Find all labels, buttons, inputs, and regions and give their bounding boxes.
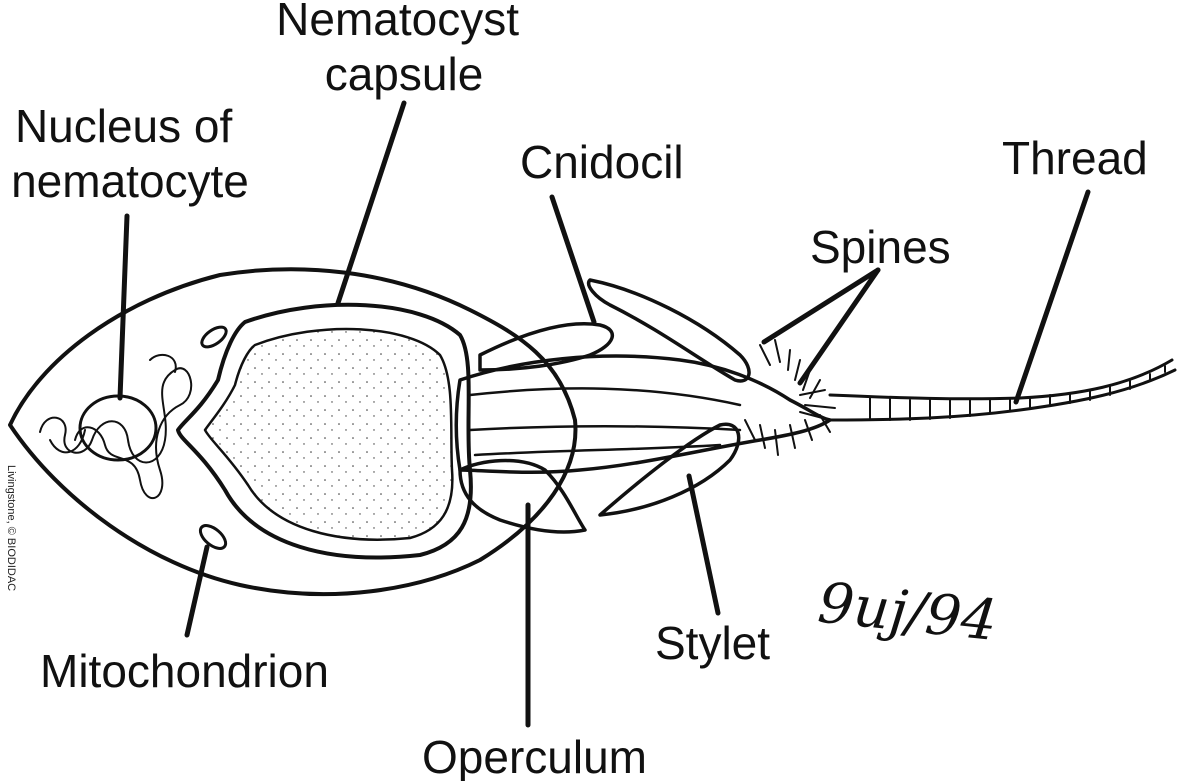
mitochondrion-upper bbox=[200, 325, 228, 349]
leader-mitochondrion bbox=[184, 544, 210, 638]
leader-nucleus bbox=[117, 213, 130, 401]
leader-cnidocil bbox=[549, 194, 597, 325]
label-operculum: Operculum bbox=[422, 731, 647, 781]
leader-nematocyst-capsule bbox=[335, 100, 407, 306]
label-stylet: Stylet bbox=[655, 617, 770, 669]
upper-barb bbox=[587, 278, 751, 383]
capsule-interior bbox=[205, 328, 453, 540]
label-cnidocil: Cnidocil bbox=[520, 136, 684, 188]
coiled-thread bbox=[39, 367, 193, 500]
stylet bbox=[598, 422, 741, 517]
label-nucleus: Nucleus of nematocyte bbox=[11, 100, 249, 207]
credit: Livingstone, © BIODIDAC bbox=[5, 465, 17, 591]
nematocyst-capsule bbox=[176, 302, 473, 560]
cell-body bbox=[8, 267, 578, 597]
spines bbox=[744, 339, 836, 456]
everted-shaft bbox=[454, 354, 832, 474]
leader-thread bbox=[1013, 189, 1091, 405]
cnidocil bbox=[478, 322, 614, 372]
mitochondrion-lower bbox=[198, 524, 228, 550]
thread bbox=[828, 358, 1177, 422]
label-spines: Spines bbox=[810, 221, 951, 273]
label-nematocyst-capsule: Nematocyst capsule bbox=[276, 0, 532, 100]
label-mitochondrion: Mitochondrion bbox=[40, 645, 329, 697]
leader-stylet bbox=[686, 473, 721, 616]
operculum bbox=[458, 458, 587, 534]
signature: 9uj/94 bbox=[815, 571, 1000, 654]
leader-spines-b bbox=[797, 267, 881, 386]
label-thread: Thread bbox=[1002, 132, 1148, 184]
leader-spines-a bbox=[761, 267, 881, 345]
